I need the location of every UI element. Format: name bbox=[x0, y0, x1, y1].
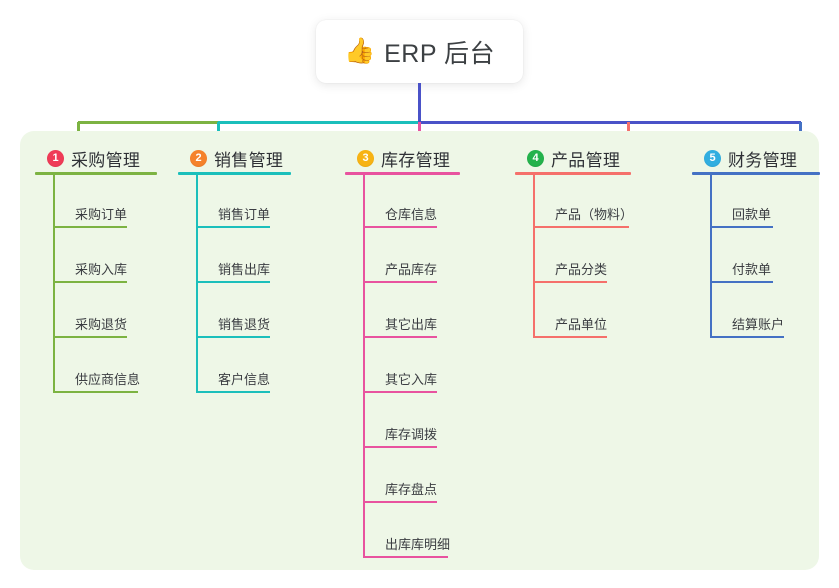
thumbs-up-icon: 👍 bbox=[343, 37, 376, 65]
sub-item-underline bbox=[533, 226, 629, 228]
sub-item-underline bbox=[196, 281, 270, 283]
column-header[interactable]: 2 销售管理 bbox=[178, 145, 283, 171]
column-title: 产品管理 bbox=[551, 150, 621, 170]
sub-item-underline bbox=[363, 446, 437, 448]
column-title: 财务管理 bbox=[728, 150, 798, 170]
column-header[interactable]: 5 财务管理 bbox=[692, 145, 797, 171]
sub-item-label: 其它入库 bbox=[385, 372, 438, 387]
sub-item-underline bbox=[363, 226, 437, 228]
mindmap-panel: 1 采购管理采购订单采购入库采购退货供应商信息 2 销售管理销售订单销售出库销售退货客… bbox=[20, 131, 820, 570]
sub-item-underline bbox=[363, 391, 437, 393]
column-number-badge: 5 bbox=[704, 149, 721, 167]
sub-item-label: 出库库明细 bbox=[385, 537, 451, 552]
root-node-card[interactable]: 👍 ERP 后台 bbox=[316, 20, 523, 83]
column-underline bbox=[178, 172, 291, 175]
sub-item-underline bbox=[53, 226, 127, 228]
sub-item-underline bbox=[53, 336, 127, 338]
sub-item-label: 销售退货 bbox=[218, 317, 271, 332]
sub-item-underline bbox=[363, 556, 448, 558]
sub-item-label: 回款单 bbox=[732, 207, 772, 222]
sub-item-underline bbox=[533, 281, 607, 283]
column-underline bbox=[515, 172, 631, 175]
sub-item-underline bbox=[710, 226, 773, 228]
sub-item-underline bbox=[533, 336, 607, 338]
sub-item-label: 其它出库 bbox=[385, 317, 438, 332]
column-number-badge: 4 bbox=[527, 149, 544, 167]
column-spine bbox=[710, 172, 712, 338]
column-title: 库存管理 bbox=[381, 150, 451, 170]
sub-item-label: 销售订单 bbox=[218, 207, 271, 222]
sub-item-label: 库存盘点 bbox=[385, 482, 438, 497]
sub-item-label: 结算账户 bbox=[732, 317, 785, 332]
sub-item-label: 客户信息 bbox=[218, 372, 271, 387]
sub-item-underline bbox=[710, 281, 773, 283]
sub-item-label: 付款单 bbox=[732, 262, 772, 277]
column-header[interactable]: 4 产品管理 bbox=[515, 145, 620, 171]
column-header[interactable]: 1 采购管理 bbox=[35, 145, 140, 171]
sub-item-label: 采购退货 bbox=[75, 317, 128, 332]
column-number-badge: 2 bbox=[190, 149, 207, 167]
sub-item-underline bbox=[196, 226, 270, 228]
sub-item-underline bbox=[363, 501, 437, 503]
root-title: ERP 后台 bbox=[384, 39, 496, 68]
sub-item-label: 库存调拨 bbox=[385, 427, 438, 442]
column-spine bbox=[533, 172, 535, 338]
sub-item-underline bbox=[53, 281, 127, 283]
column-underline bbox=[345, 172, 460, 175]
column-spine bbox=[363, 172, 365, 558]
sub-item-underline bbox=[53, 391, 138, 393]
column-underline bbox=[692, 172, 820, 175]
column-title: 销售管理 bbox=[214, 150, 284, 170]
column-underline bbox=[35, 172, 157, 175]
column-number-badge: 1 bbox=[47, 149, 64, 167]
sub-item-underline bbox=[363, 281, 437, 283]
sub-item-label: 供应商信息 bbox=[75, 372, 141, 387]
sub-item-underline bbox=[196, 336, 270, 338]
sub-item-label: 仓库信息 bbox=[385, 207, 438, 222]
column-number-badge: 3 bbox=[357, 149, 374, 167]
column-title: 采购管理 bbox=[71, 150, 141, 170]
sub-item-underline bbox=[363, 336, 437, 338]
sub-item-underline bbox=[710, 336, 784, 338]
sub-item-label: 采购订单 bbox=[75, 207, 128, 222]
column-header[interactable]: 3 库存管理 bbox=[345, 145, 450, 171]
sub-item-label: 采购入库 bbox=[75, 262, 128, 277]
sub-item-underline bbox=[196, 391, 270, 393]
sub-item-label: 产品库存 bbox=[385, 262, 438, 277]
sub-item-label: 销售出库 bbox=[218, 262, 271, 277]
sub-item-label: 产品单位 bbox=[555, 317, 608, 332]
sub-item-label: 产品分类 bbox=[555, 262, 608, 277]
sub-item-label: 产品（物料） bbox=[555, 207, 634, 222]
